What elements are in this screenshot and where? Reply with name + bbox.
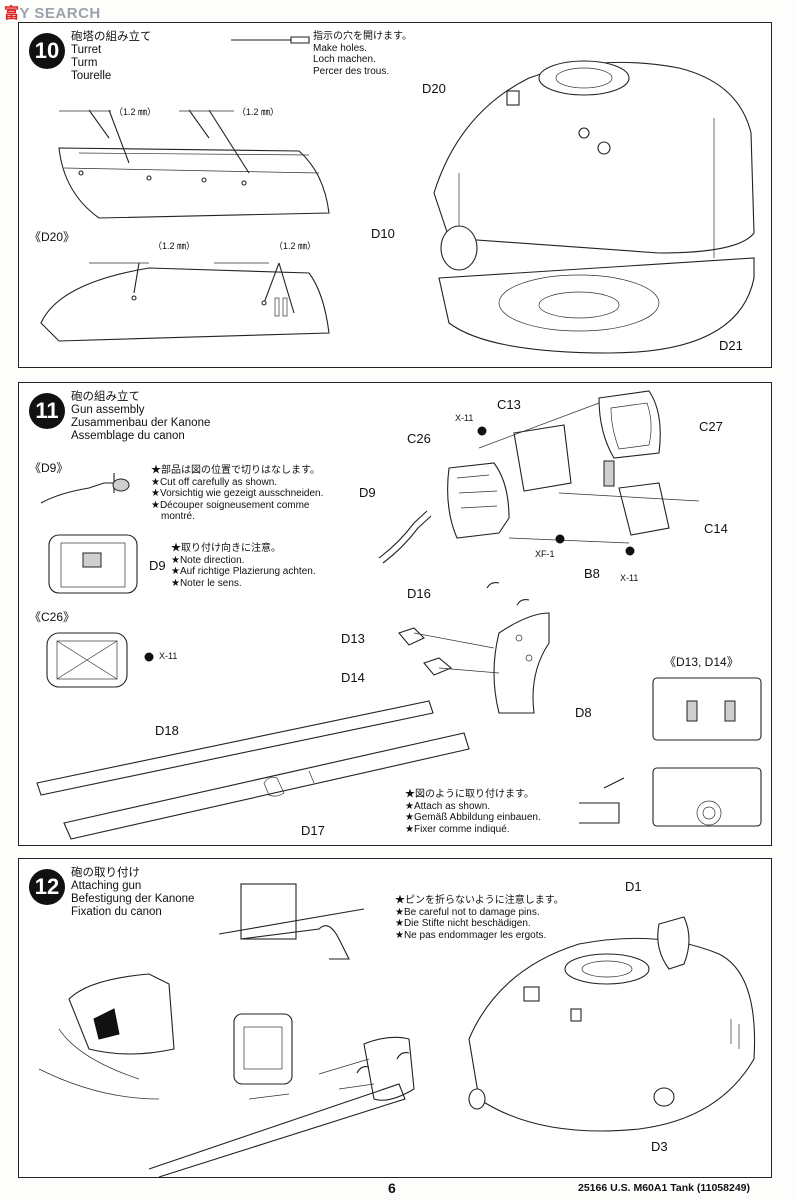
d20-sub-label: 《D20》 <box>29 230 76 244</box>
step-11-illustration <box>36 390 762 840</box>
c26-sub-label: 《C26》 <box>29 610 76 624</box>
step-10-illustration <box>40 36 755 354</box>
d20-detail-view <box>40 262 330 342</box>
drill-note: 指示の穴を開けます。Make holes.Loch machen.Percer … <box>313 31 412 77</box>
step-12-number: 12 <box>29 869 65 905</box>
label-x11-top: X-11 <box>455 413 474 423</box>
label-d8: D8 <box>575 705 592 720</box>
label-d10: D10 <box>371 226 395 241</box>
page-number: 6 <box>388 1180 396 1196</box>
label-x11-bottom: X-11 <box>620 573 639 583</box>
d9-part <box>378 510 428 559</box>
label-x11-c26: X-11 <box>159 651 178 661</box>
hole-size-1: （1.2 ㎜） <box>114 107 157 117</box>
label-d9-direction: D9 <box>149 558 166 573</box>
step-12-illustration <box>38 883 756 1178</box>
step-11-number: 11 <box>29 393 65 429</box>
d13-d14-sub-label: 《D13, D14》 <box>664 655 739 669</box>
label-c26: C26 <box>407 431 431 446</box>
label-d18: D18 <box>155 723 179 738</box>
drill-icon <box>231 36 310 44</box>
mantlet-closeup <box>38 973 175 1100</box>
label-b8: B8 <box>584 566 600 581</box>
turret-side-view <box>58 109 330 219</box>
gun-assembly-diagram <box>148 1013 415 1178</box>
label-c27: C27 <box>699 419 723 434</box>
label-d20: D20 <box>422 81 446 96</box>
cut-note: ★部品は図の位置で切りはなします。★Cut off carefully as s… <box>151 465 324 522</box>
d13-d14-detail-bottom <box>652 767 762 827</box>
hole-size-4: （1.2 ㎜） <box>274 241 317 251</box>
step-10-number: 10 <box>29 33 65 69</box>
turret-assembly-view <box>433 60 755 354</box>
gun-barrel <box>36 700 470 840</box>
turret-final-view <box>468 916 756 1132</box>
label-d21: D21 <box>719 338 743 353</box>
d9-sub-label: 《D9》 <box>29 461 69 475</box>
label-d16: D16 <box>407 586 431 601</box>
label-d1: D1 <box>625 879 642 894</box>
pins-note: ★ピンを折らないように注意します。★Be careful not to dama… <box>395 895 564 941</box>
attach-note: ★図のように取り付けます。★Attach as shown.★Gemäß Abb… <box>405 789 541 835</box>
label-d13: D13 <box>341 631 365 646</box>
watermark: 富Y SEARCH <box>4 5 101 22</box>
d13-d14-detail-top <box>652 677 762 741</box>
product-code: 25166 U.S. M60A1 Tank (11058249) <box>578 1182 750 1194</box>
attach-diagram <box>579 777 625 824</box>
label-d17: D17 <box>301 823 325 838</box>
label-c13: C13 <box>497 397 521 412</box>
label-d3: D3 <box>651 1139 668 1154</box>
label-c14: C14 <box>704 521 728 536</box>
d9-detail <box>40 473 115 504</box>
hole-size-3: （1.2 ㎜） <box>153 241 196 251</box>
label-xf1: XF-1 <box>535 549 555 559</box>
label-d14: D14 <box>341 670 365 685</box>
gun-insert-diagram <box>218 883 365 960</box>
label-d9: D9 <box>359 485 376 500</box>
direction-note: ★取り付け向きに注意。★Note direction.★Auf richtige… <box>171 543 316 589</box>
gun-mantlet-parts <box>447 390 700 556</box>
gun-mount-parts <box>398 582 550 714</box>
hole-size-2: （1.2 ㎜） <box>237 107 280 117</box>
